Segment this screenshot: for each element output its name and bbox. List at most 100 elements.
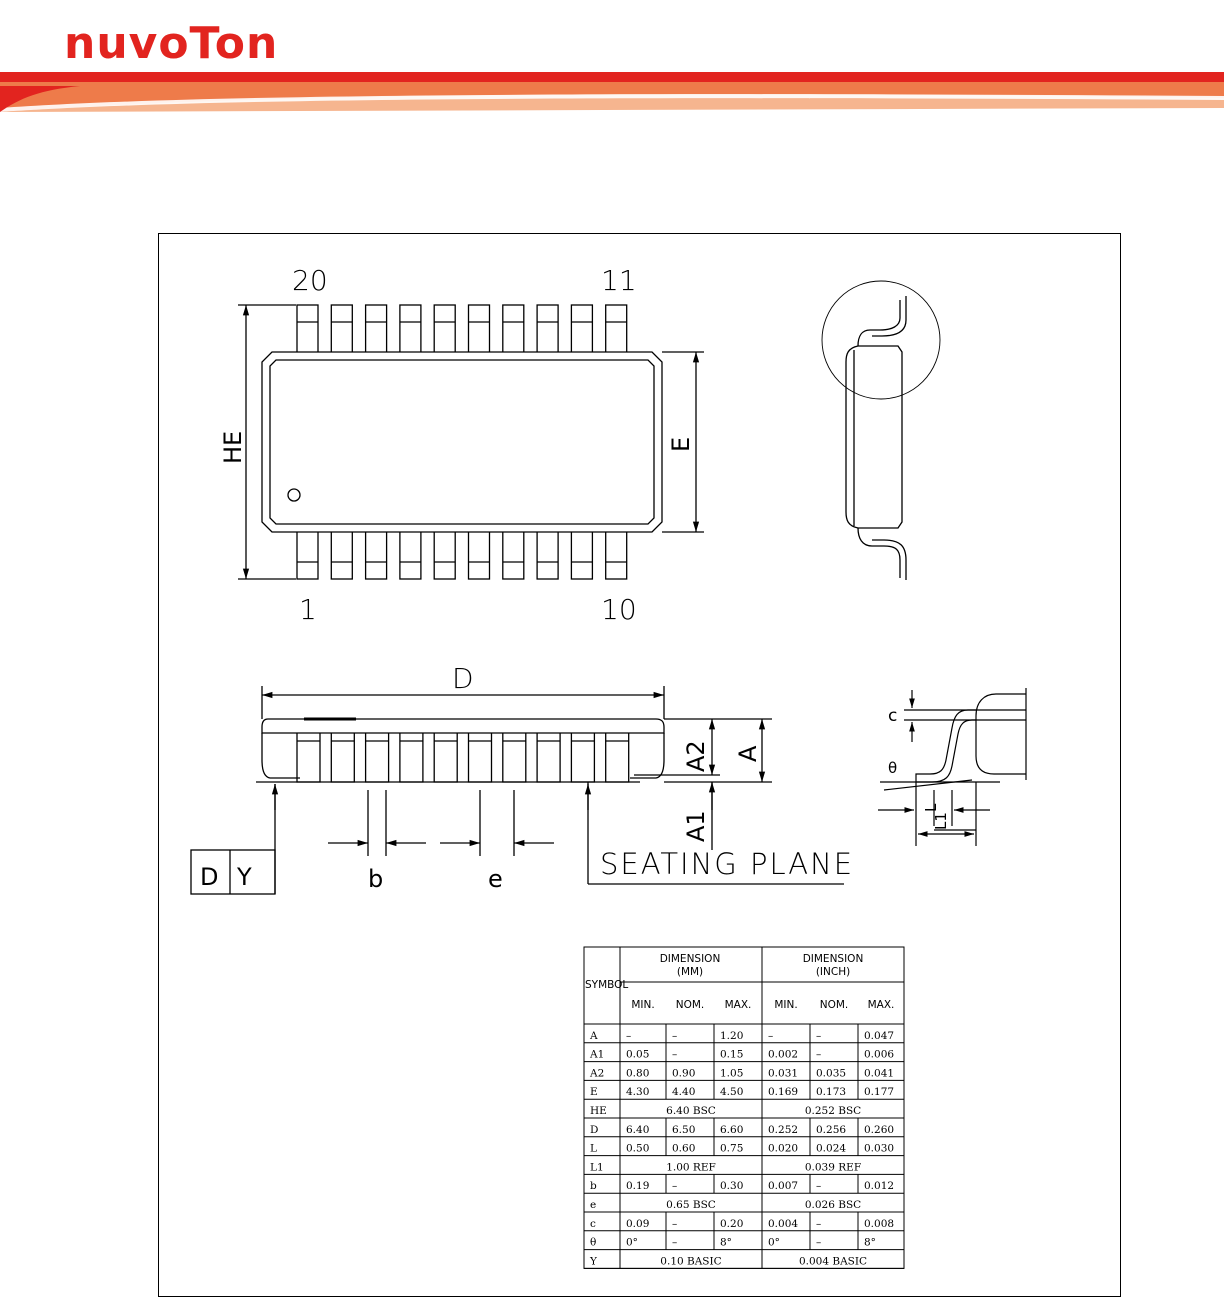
col-head: MIN. xyxy=(774,999,797,1011)
table-cell: 0.030 xyxy=(864,1143,894,1155)
table-cell: 0.020 xyxy=(768,1143,798,1155)
table-cell: 0.09 xyxy=(626,1218,649,1230)
table-cell: 4.50 xyxy=(720,1086,743,1098)
lead-bottom xyxy=(605,530,628,580)
table-cell: – xyxy=(672,1049,677,1061)
lead-bottom xyxy=(502,530,525,580)
table-cell: 0.75 xyxy=(720,1143,743,1155)
table-cell: 1.20 xyxy=(720,1030,743,1042)
lead-top xyxy=(605,304,628,354)
table-cell: – xyxy=(816,1030,821,1042)
symbol-header: SYMBOL xyxy=(585,979,628,991)
dim-label-theta: θ xyxy=(888,759,897,777)
inch-header: DIMENSION xyxy=(803,953,864,965)
lead-bottom xyxy=(536,530,559,580)
datum-box-d: D xyxy=(200,863,218,891)
table-cell: 6.50 xyxy=(672,1124,695,1136)
table-cell: – xyxy=(816,1237,821,1249)
table-cell: 0.041 xyxy=(864,1067,894,1079)
table-row-symbol: D xyxy=(590,1124,598,1136)
table-row-symbol: A2 xyxy=(589,1067,604,1079)
inch-unit: (INCH) xyxy=(816,966,850,978)
table-cell: 0.024 xyxy=(816,1143,846,1155)
table-cell: 4.30 xyxy=(626,1086,649,1098)
table-cell: 0.19 xyxy=(626,1180,649,1192)
dim-label-c: c xyxy=(888,706,897,726)
dim-label-a: A xyxy=(734,745,762,762)
table-cell: – xyxy=(626,1030,631,1042)
col-head: MIN. xyxy=(631,999,654,1011)
header-band xyxy=(0,72,1224,112)
lead-bottom xyxy=(296,530,319,580)
col-head: MAX. xyxy=(868,999,895,1011)
mm-unit: (MM) xyxy=(677,966,703,978)
table-cell: 1.05 xyxy=(720,1067,743,1079)
table-cell-inch-span: 0.026 BSC xyxy=(805,1199,861,1211)
table-cell: 0° xyxy=(626,1237,638,1249)
datum-box-y: Y xyxy=(236,863,252,891)
top-leads xyxy=(296,304,628,354)
lead-top xyxy=(467,304,491,354)
table-cell: 0.004 xyxy=(768,1218,798,1230)
nuvoton-logo: nuvoTon xyxy=(64,18,277,68)
lead-top xyxy=(502,304,525,354)
table-cell: 8° xyxy=(720,1237,732,1249)
table-cell: 0.177 xyxy=(864,1086,894,1098)
table-cell: 0.60 xyxy=(672,1143,695,1155)
lead-top xyxy=(570,304,594,354)
table-row-symbol: L xyxy=(590,1143,597,1155)
pin1-mark xyxy=(287,488,301,502)
lead-bottom xyxy=(399,530,422,580)
dim-label-l1: L1 xyxy=(932,812,950,830)
table-cell: – xyxy=(672,1218,677,1230)
lead-bottom xyxy=(570,530,594,580)
col-head: NOM. xyxy=(820,999,849,1011)
table-row-symbol: b xyxy=(590,1180,597,1192)
table-cell: 0.15 xyxy=(720,1049,743,1061)
table-cell: 0.173 xyxy=(816,1086,846,1098)
dim-label-b: b xyxy=(368,865,383,893)
table-cell: 0.256 xyxy=(816,1124,846,1136)
lead-bottom xyxy=(433,530,456,580)
table-cell: 0.006 xyxy=(864,1049,894,1061)
lead-top xyxy=(364,304,388,354)
col-head: NOM. xyxy=(676,999,705,1011)
table-cell: 6.40 xyxy=(626,1124,649,1136)
table-cell: – xyxy=(672,1237,677,1249)
lead-bottom xyxy=(330,530,353,580)
front-view xyxy=(190,686,844,895)
col-head: MAX. xyxy=(725,999,752,1011)
lead-detail xyxy=(878,688,1027,846)
front-leads xyxy=(296,733,630,783)
table-cell: 6.60 xyxy=(720,1124,743,1136)
table-cell: 0.90 xyxy=(672,1067,695,1079)
drawing-frame xyxy=(158,233,1121,1297)
table-row-symbol: e xyxy=(590,1199,596,1211)
table-cell: 0.20 xyxy=(720,1218,743,1230)
table-cell: – xyxy=(816,1049,821,1061)
dim-label-a1: A1 xyxy=(682,810,710,842)
table-cell: 0.035 xyxy=(816,1067,846,1079)
table-cell: 0.002 xyxy=(768,1049,798,1061)
table-row-symbol: HE xyxy=(590,1105,607,1117)
lead-top xyxy=(330,304,353,354)
mm-header: DIMENSION xyxy=(660,953,721,965)
table-cell-inch-span: 0.039 REF xyxy=(805,1161,861,1173)
table-cell-mm-span: 6.40 BSC xyxy=(666,1105,716,1117)
end-view xyxy=(821,280,941,580)
table-cell: – xyxy=(768,1030,773,1042)
table-cell: 0.50 xyxy=(626,1143,649,1155)
table-cell: – xyxy=(816,1218,821,1230)
table-row-symbol: θ xyxy=(590,1237,596,1249)
lead-top xyxy=(296,304,319,354)
table-cell: – xyxy=(816,1180,821,1192)
table-row-symbol: c xyxy=(590,1218,596,1230)
table-cell: 0.007 xyxy=(768,1180,798,1192)
lead-top xyxy=(536,304,559,354)
bottom-leads xyxy=(296,530,628,580)
lead-bottom xyxy=(467,530,491,580)
table-cell: – xyxy=(672,1180,677,1192)
dim-label-e: E xyxy=(667,437,695,452)
table-row-symbol: A1 xyxy=(589,1049,604,1061)
